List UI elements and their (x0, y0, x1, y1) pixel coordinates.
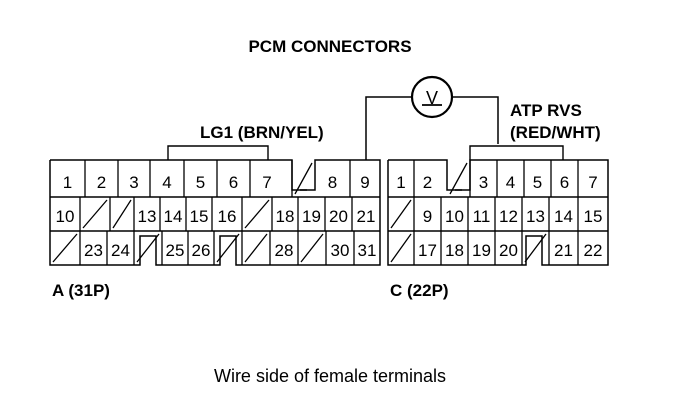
conn-a-pin-30: 30 (331, 241, 350, 260)
conn-c-empty-cavity (524, 233, 547, 263)
conn-a-pin-18: 18 (276, 207, 295, 226)
conn-c-pin-14: 14 (554, 207, 573, 226)
conn-c-pin-6: 6 (560, 173, 569, 192)
conn-c-pin-21: 21 (554, 241, 573, 260)
conn-a-pin-7: 7 (262, 173, 271, 192)
conn-a-empty-cavity (136, 233, 160, 263)
callout-atp-rvs-line1: ATP RVS (510, 101, 582, 120)
conn-c-pin-2: 2 (423, 173, 432, 192)
conn-c-pin-13: 13 (526, 207, 545, 226)
conn-c-pin-12: 12 (499, 207, 518, 226)
callout-lg1: LG1 (BRN/YEL) (200, 123, 324, 142)
conn-a-pin-8: 8 (328, 173, 337, 192)
callout-atp-rvs-line2: (RED/WHT) (510, 123, 601, 142)
conn-c-empty-cavity (390, 199, 412, 229)
connector-a-empty-cavities (52, 162, 324, 263)
diagram-caption: Wire side of female terminals (214, 366, 446, 386)
conn-c-pin-9: 9 (423, 207, 432, 226)
conn-c-pin-20: 20 (499, 241, 518, 260)
conn-a-pin-25: 25 (166, 241, 185, 260)
conn-a-pin-1: 1 (63, 173, 72, 192)
conn-a-pin-24: 24 (111, 241, 130, 260)
conn-a-pin-19: 19 (302, 207, 321, 226)
meter-leads (365, 96, 499, 160)
conn-a-pin-28: 28 (275, 241, 294, 260)
connector-c-dividers (413, 160, 579, 265)
conn-a-pin-31: 31 (358, 241, 377, 260)
conn-c-pin-4: 4 (506, 173, 515, 192)
conn-a-empty-cavity (216, 233, 240, 263)
connector-c-empty-cavities (390, 162, 547, 263)
conn-c-empty-cavity (390, 233, 412, 263)
conn-c-pin-22: 22 (584, 241, 603, 260)
conn-c-pin-11: 11 (473, 207, 491, 226)
conn-a-pin-13: 13 (138, 207, 157, 226)
conn-a-pin-9: 9 (360, 173, 369, 192)
conn-a-empty-cavity (82, 199, 108, 229)
conn-a-pin-6: 6 (229, 173, 238, 192)
conn-a-pin-14: 14 (164, 207, 183, 226)
conn-a-empty-cavity (300, 233, 324, 263)
connector-c-label: C (22P) (390, 281, 449, 300)
voltmeter-label: V (426, 88, 438, 108)
conn-a-empty-cavity (244, 199, 270, 229)
conn-a-pin-2: 2 (97, 173, 106, 192)
conn-a-pin-10: 10 (56, 207, 75, 226)
conn-a-pin-23: 23 (84, 241, 103, 260)
conn-a-empty-cavity (112, 199, 132, 229)
callout-brackets (167, 145, 564, 160)
conn-a-empty-cavity (294, 162, 313, 195)
conn-c-pin-15: 15 (584, 207, 603, 226)
conn-c-empty-cavity (449, 162, 468, 195)
conn-a-pin-26: 26 (192, 241, 211, 260)
conn-c-pin-3: 3 (479, 173, 488, 192)
conn-c-pin-1: 1 (396, 173, 405, 192)
conn-a-empty-cavity (244, 233, 268, 263)
conn-c-pin-10: 10 (445, 207, 464, 226)
conn-c-pin-17: 17 (418, 241, 437, 260)
diagram-title: PCM CONNECTORS (248, 37, 411, 56)
connector-a-label: A (31P) (52, 281, 110, 300)
conn-c-pin-7: 7 (588, 173, 597, 192)
conn-a-empty-cavity (52, 233, 78, 263)
conn-a-pin-15: 15 (190, 207, 209, 226)
connector-a-dividers (79, 160, 355, 265)
conn-c-pin-18: 18 (445, 241, 464, 260)
conn-c-pin-5: 5 (533, 173, 542, 192)
conn-c-pin-19: 19 (472, 241, 491, 260)
connector-c-body (387, 159, 609, 266)
conn-a-pin-20: 20 (329, 207, 348, 226)
conn-a-pin-21: 21 (357, 207, 376, 226)
voltmeter-symbol: V (410, 75, 454, 119)
conn-a-pin-4: 4 (162, 173, 171, 192)
conn-a-pin-16: 16 (218, 207, 237, 226)
conn-a-pin-5: 5 (196, 173, 205, 192)
conn-a-pin-3: 3 (129, 173, 138, 192)
